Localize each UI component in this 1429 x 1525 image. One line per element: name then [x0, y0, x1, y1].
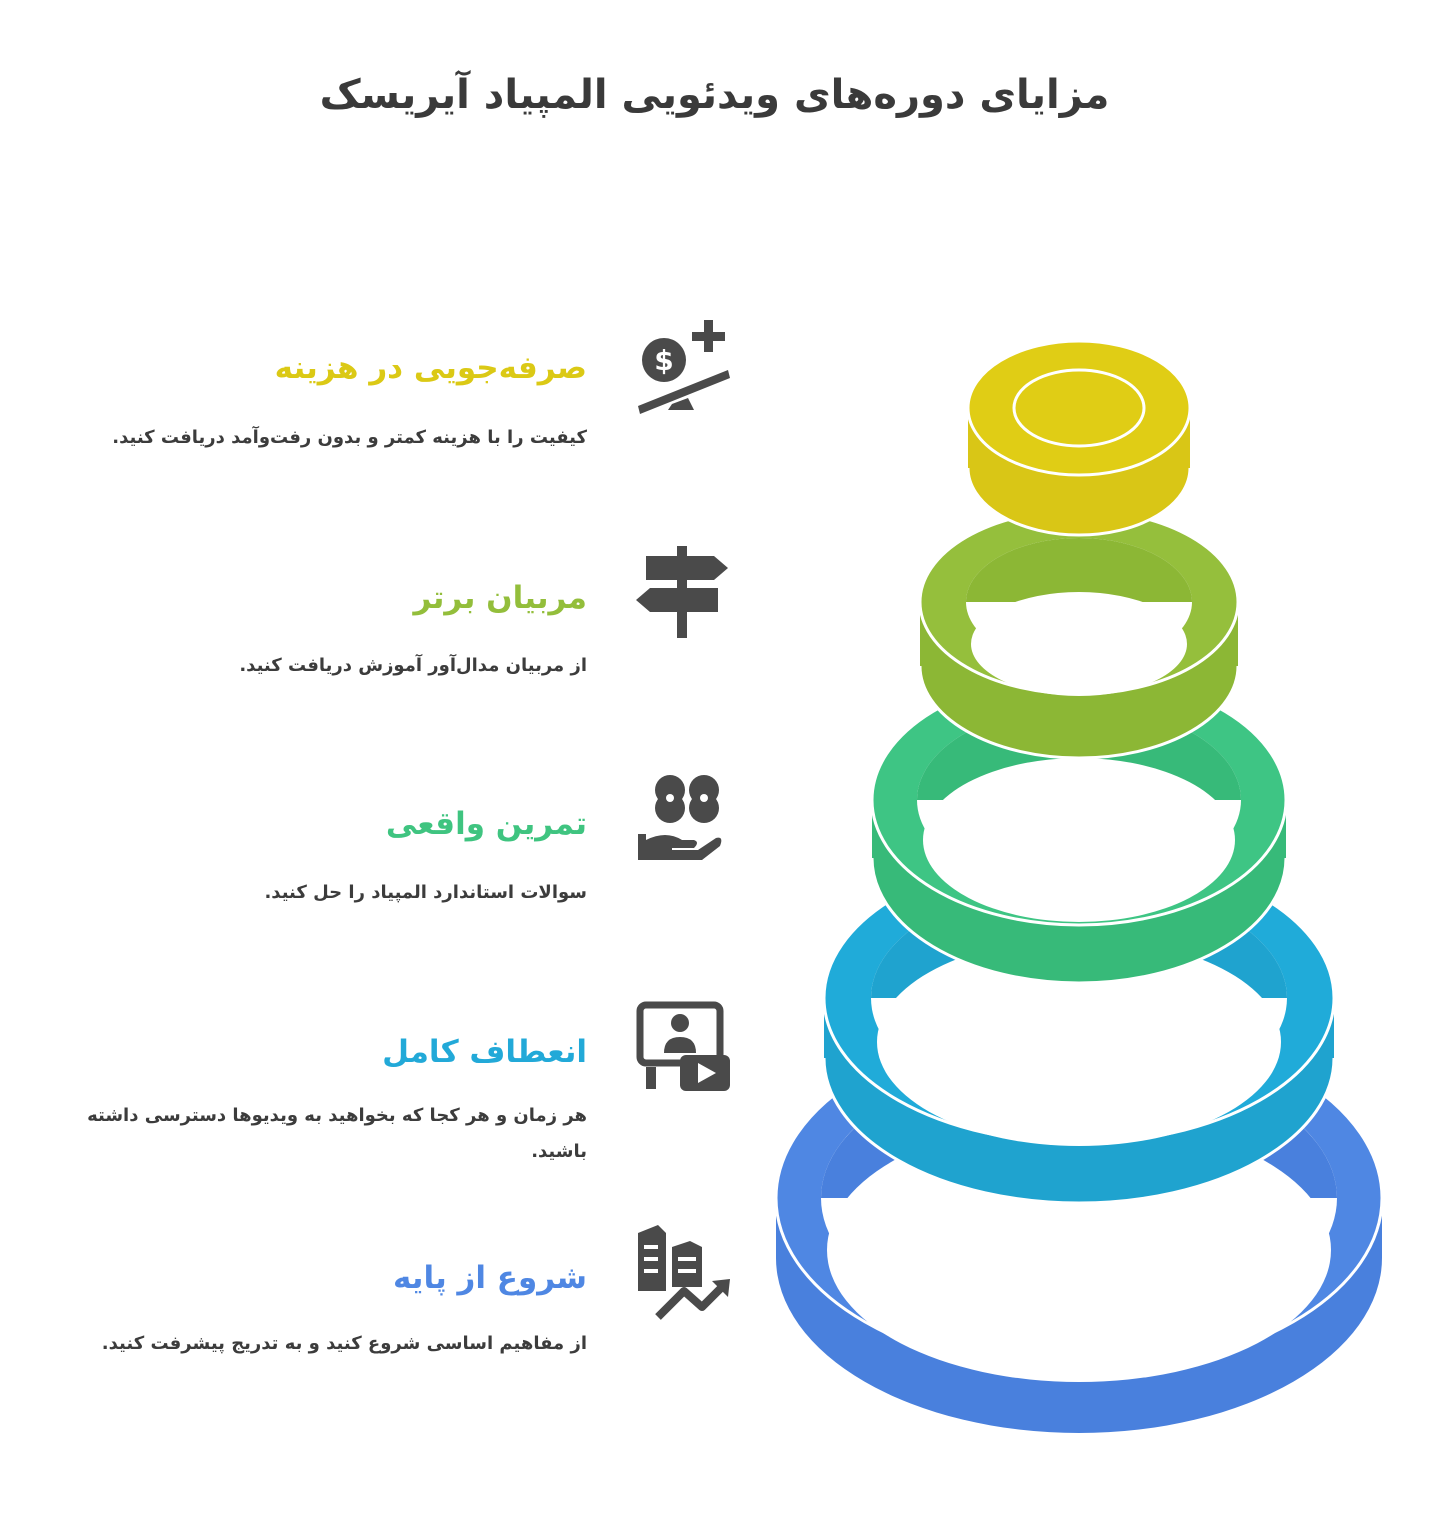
buildings-growth-icon	[638, 1225, 730, 1320]
signpost-icon	[636, 546, 728, 638]
hand-brain-icon	[638, 775, 722, 860]
item-title-cost-saving: صرفه‌جویی در هزینه	[274, 350, 587, 386]
item-desc-real-practice: سوالات استاندارد المپیاد را حل کنید.	[264, 882, 587, 903]
item-title-full-flexibility: انعطاف کامل	[382, 1034, 587, 1070]
item-desc-top-coaches: از مربیان مدال‌آور آموزش دریافت کنید.	[239, 655, 587, 676]
item-title-from-basics: شروع از پایه	[393, 1260, 587, 1296]
money-balance-plus-icon: $	[638, 320, 730, 414]
svg-text:$: $	[654, 344, 673, 377]
video-presentation-icon	[636, 1001, 730, 1091]
item-desc-full-flexibility: هر زمان و هر کجا که بخواهید به ویدیوها د…	[87, 1105, 587, 1162]
stacked-rings-diagram	[774, 339, 1384, 1433]
ring-2-lime	[918, 508, 1240, 760]
page-title: مزایای دوره‌های ویدئویی المپیاد آیریسک	[319, 72, 1110, 118]
item-desc-from-basics: از مفاهیم اساسی شروع کنید و به تدریج پیش…	[101, 1333, 587, 1354]
item-title-top-coaches: مربیان برتر	[413, 580, 587, 616]
ring-1-yellow	[966, 339, 1192, 537]
item-desc-cost-saving: کیفیت را با هزینه کمتر و بدون رفت‌وآمد د…	[112, 427, 587, 448]
item-title-real-practice: تمرین واقعی	[385, 806, 587, 842]
